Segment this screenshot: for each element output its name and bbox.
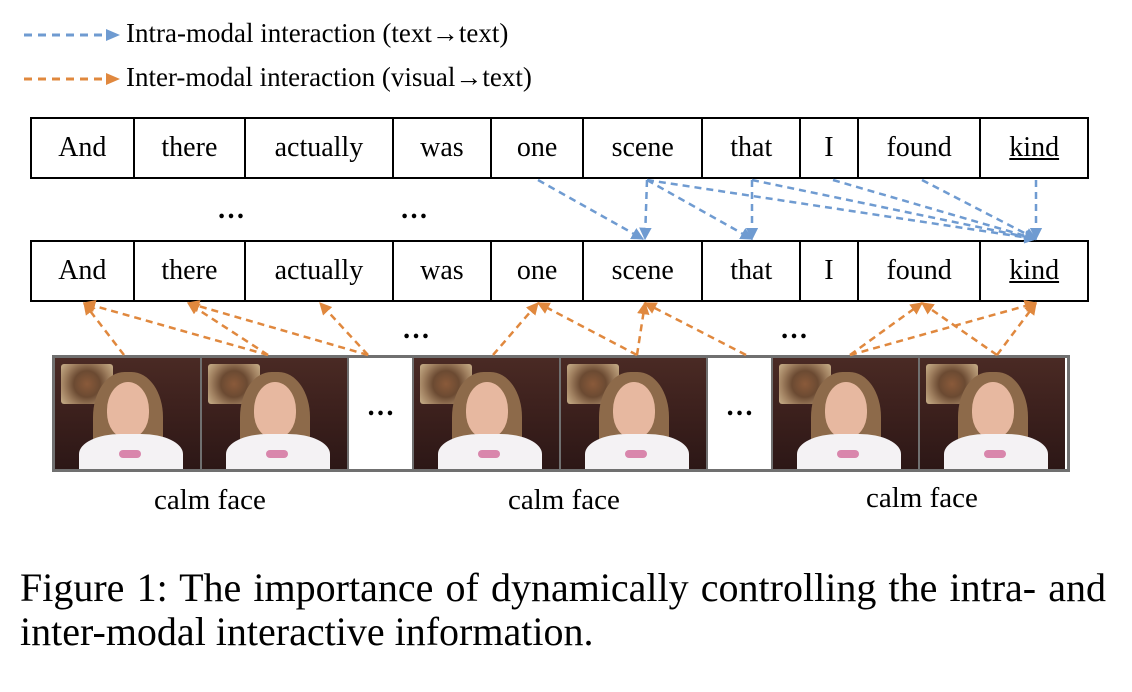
inter-arrow [635,301,650,356]
intra-arrow [751,178,1038,243]
token-top-2: actually [246,119,394,177]
intra-arrow [646,178,1038,244]
intra-arrow [921,178,1038,241]
video-frame [773,358,920,469]
inter-arrow [82,300,269,357]
intra-arrow [537,178,645,241]
inter-arrow [849,300,1038,357]
frame-gap: … [708,358,773,469]
token-top-8: found [859,119,982,177]
token-row-top: And there actually was one scene that I … [30,117,1089,179]
frame-gap-ellipsis: … [366,390,395,422]
video-frame [561,358,708,469]
token-bottom-0: And [32,242,135,300]
frame-label-3: calm face [866,482,978,514]
inter-arrow [536,301,638,357]
inter-arrow [643,301,747,357]
token-top-3: was [394,119,493,177]
intra-arrow [639,179,652,241]
inter-arrow [186,301,269,357]
token-bottom-3: was [394,242,493,300]
legend-intra-label: Intra-modal interaction (text→text) [126,18,509,48]
intra-arrow [832,178,1038,242]
token-bottom-1: there [135,242,247,300]
inter-arrow [492,302,539,356]
intra-dashed-arrow-icon [24,29,120,41]
video-frame [55,358,202,469]
ellipsis-strip-gap-2: … [780,314,809,345]
inter-arrow [849,301,924,357]
token-bottom-5: scene [584,242,704,300]
token-bottom-2: actually [246,242,394,300]
token-top-7: I [801,119,859,177]
token-top-5: scene [584,119,704,177]
inter-dashed-arrow-icon [24,73,120,85]
token-top-6: that [703,119,802,177]
token-top-0: And [32,119,135,177]
video-frame [414,358,561,469]
inter-arrow-group [82,300,1038,357]
token-bottom-4: one [492,242,584,300]
frame-label-2: calm face [508,484,620,516]
token-bottom-8: found [859,242,982,300]
inter-arrow [996,302,1037,356]
figure-caption: Figure 1: The importance of dynamically … [20,565,1106,654]
frame-gap-ellipsis: … [725,390,754,422]
token-bottom-7: I [801,242,859,300]
token-top-9: kind [1009,132,1060,163]
token-bottom-9: kind [1009,255,1060,286]
legend-inter-label: Inter-modal interaction (visual→text) [126,62,532,92]
token-bottom-6: that [703,242,802,300]
token-top-1: there [135,119,247,177]
ellipsis-row-gap-1: … [217,194,246,225]
frame-gap: … [349,358,414,469]
intra-arrow [646,178,754,241]
video-frame-strip: … … [52,355,1070,472]
video-frame [202,358,349,469]
token-top-4: one [492,119,584,177]
inter-arrow [83,302,125,356]
frame-label-1: calm face [154,484,266,516]
ellipsis-row-gap-2: … [400,194,429,225]
ellipsis-strip-gap-1: … [402,314,431,345]
token-row-bottom: And there actually was one scene that I … [30,240,1089,302]
inter-arrow [186,300,369,357]
inter-arrow [920,301,998,357]
video-frame [920,358,1065,469]
intra-arrow-group [537,178,1043,244]
